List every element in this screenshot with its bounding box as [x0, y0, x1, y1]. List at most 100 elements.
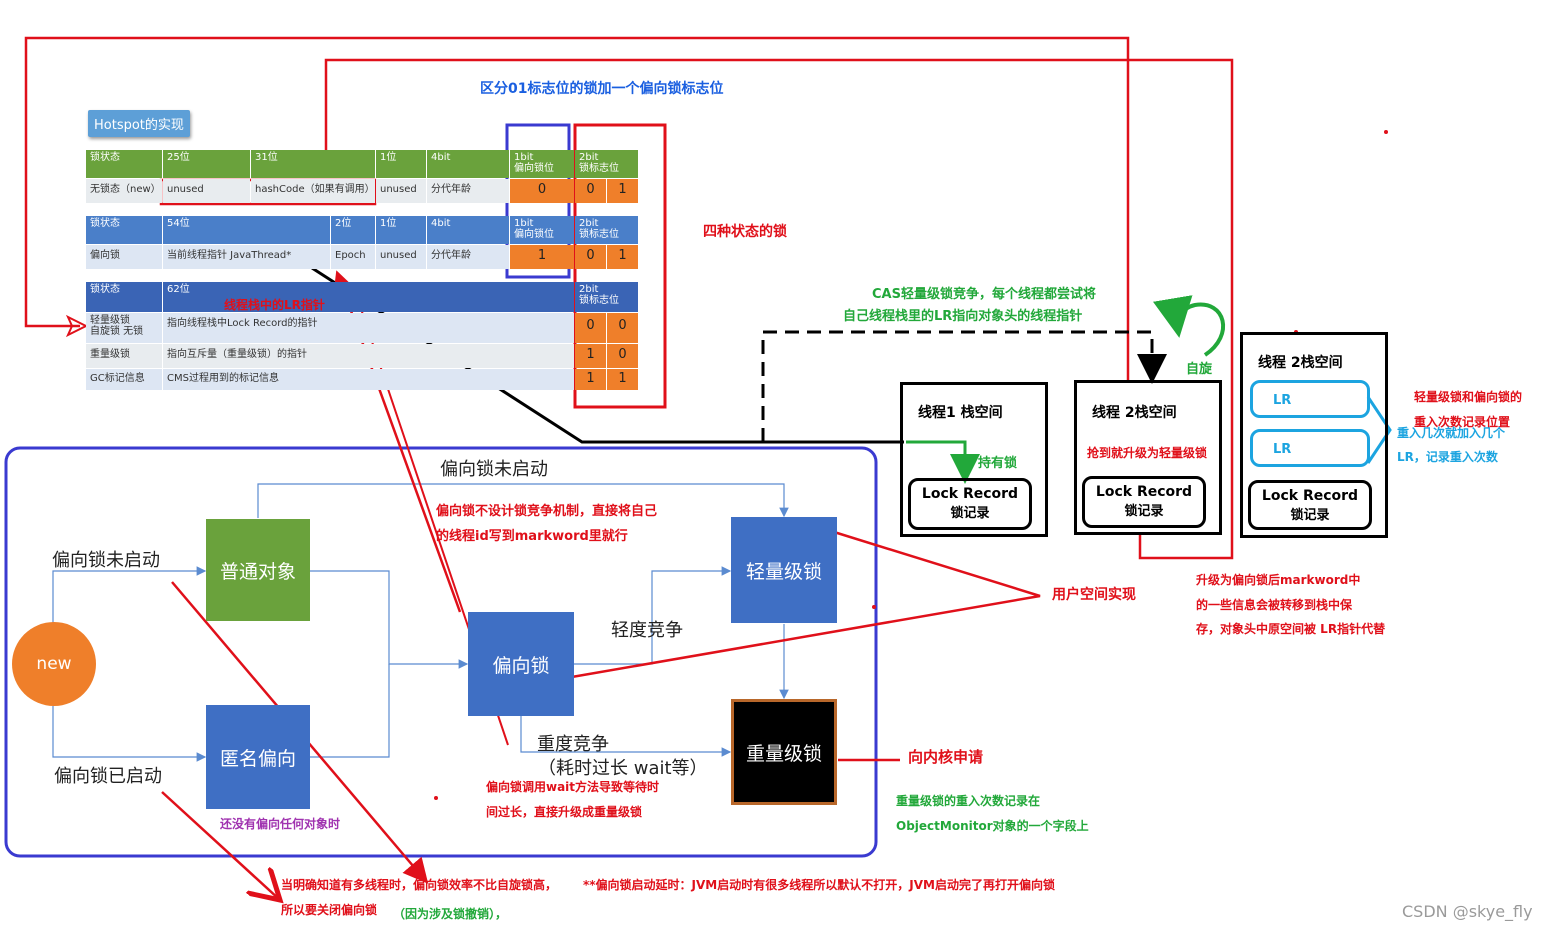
node-normal-object: 普通对象 [206, 519, 310, 621]
r1-c6: 0 [510, 179, 574, 203]
reentrant-note-line3: 重入几次就加入几个 [1397, 426, 1506, 440]
thread1-lock-record-label: Lock Record [921, 486, 1019, 502]
thread2a-lock-record-label: Lock Record [1095, 484, 1193, 500]
node-biased-lock: 偏向锁 [468, 612, 574, 716]
r2-c5: 分代年龄 [427, 245, 509, 269]
h1-c7a: 2bit [579, 152, 599, 163]
no-mech-note-line2: 的线程id写到markword里就行 [436, 529, 628, 544]
thread2b-title: 线程 2栈空间 [1258, 355, 1343, 371]
thread1-hold: 持有锁 [978, 456, 1018, 471]
thread2b-lock-record-sub: 锁记录 [1290, 508, 1330, 523]
conn-new-normal [52, 566, 207, 623]
r4-c7a: 1 [575, 344, 606, 368]
thread1-lock-record-sub: 锁记录 [950, 506, 990, 521]
flow-frame-title: 偏向锁未启动 [440, 459, 548, 480]
red-dot [434, 796, 438, 800]
node-lightweight-lock: 轻量级锁 [731, 517, 837, 623]
bottom-note-line1: 当明确知道有多线程时，偏向锁效率不比自旋锁高， [281, 878, 558, 892]
reentrant-note-line4: LR，记录重入次数 [1397, 450, 1498, 464]
r1-c2: unused [163, 179, 250, 203]
thread2a-stack [1074, 380, 1222, 535]
r2-c3: Epoch [331, 245, 375, 269]
r5-c7a: 1 [575, 369, 606, 390]
h2-c2: 54位 [163, 216, 330, 244]
r5-c1: GC标记信息 [86, 369, 162, 390]
user-space-label: 用户空间实现 [1052, 587, 1136, 603]
four-states-label: 四种状态的锁 [703, 224, 787, 240]
h1-c4: 1位 [376, 150, 426, 178]
r2-c6: 1 [510, 245, 574, 269]
h1-c3: 31位 [251, 150, 375, 178]
h2-c5: 4bit [427, 216, 509, 244]
h1-c6a: 1bit [514, 152, 534, 163]
reentrant-note-line2: 重入次数记录位置 [1414, 415, 1511, 429]
reentrant-note-line1: 轻量级锁和偏向锁的 [1414, 390, 1523, 404]
r3-c1b: 自旋锁 无锁 [90, 326, 144, 337]
upgrade-note-line3: 存，对象头中原空间被 LR指针代替 [1196, 622, 1386, 636]
thread2a-note: 抢到就升级为轻量级锁 [1087, 446, 1208, 460]
thread1-title: 线程1 栈空间 [918, 405, 1003, 421]
label-bias-not-started: 偏向锁未启动 [52, 550, 160, 571]
wait-note-line2: 间过长，直接升级成重量级锁 [486, 805, 643, 819]
h2-c7b: 锁标志位 [579, 229, 619, 240]
cas-note-line2: 自己线程栈里的LR指向对象头的线程指针 [843, 309, 1083, 324]
red-dot [872, 605, 876, 609]
h1-c6b: 偏向锁位 [514, 163, 554, 174]
r4-c7b: 0 [607, 344, 638, 368]
label-heavy-compete: 重度竞争 [537, 734, 609, 755]
heavy-note-line2: ObjectMonitor对象的一个字段上 [896, 819, 1089, 833]
thread2b-lock-record: Lock Record 锁记录 [1248, 480, 1372, 530]
r3-c1a: 轻量级锁 [90, 315, 130, 326]
bottom-note-line1b: **偏向锁启动延时：JVM启动时有很多线程所以默认不打开，JVM启动完了再打开偏… [583, 878, 1055, 892]
r2-c7b: 1 [607, 245, 638, 269]
spin-label: 自旋 [1186, 362, 1213, 377]
h1-c1: 锁状态 [86, 150, 162, 178]
r5-c2: CMS过程用到的标记信息 [163, 369, 574, 390]
thread2a-lock-record-sub: 锁记录 [1124, 504, 1164, 519]
r2-c4: unused [376, 245, 426, 269]
upgrade-note-line1: 升级为偏向锁后markword中 [1196, 573, 1361, 587]
thread2b-stack [1240, 332, 1388, 538]
kernel-label: 向内核申请 [908, 748, 984, 766]
r3-c2: 指向线程栈中Lock Record的指针 [163, 313, 574, 343]
thread2b-lr-2: LR [1250, 429, 1370, 467]
label-heavy-compete-sub: （耗时过长 wait等） [538, 758, 708, 779]
r1-c7b: 1 [607, 179, 638, 203]
conn-new-anon [52, 706, 207, 762]
upgrade-note-line2: 的一些信息会被转移到栈中保 [1196, 598, 1353, 612]
r4-c2: 指向互斥量（重量级锁）的指针 [163, 344, 574, 368]
r1-c5: 分代年龄 [427, 179, 509, 203]
anon-note: 还没有偏向任何对象时 [220, 817, 341, 831]
thread2b-lr-1: LR [1250, 380, 1370, 418]
no-mech-note-line1: 偏向锁不设计锁竞争机制，直接将自己 [436, 504, 658, 519]
h2-c1: 锁状态 [86, 216, 162, 244]
label-bias-started: 偏向锁已启动 [54, 766, 162, 787]
h3-c7b: 锁标志位 [579, 295, 619, 306]
r1-c7a: 0 [575, 179, 606, 203]
bias-bit-title: 区分01标志位的锁加一个偏向锁标志位 [480, 81, 724, 97]
conn-normal-biased [310, 570, 469, 669]
r4-c1: 重量级锁 [86, 344, 162, 368]
h3-c2: 62位 [163, 282, 574, 312]
r3-c7b: 0 [607, 313, 638, 343]
h3-c1: 锁状态 [86, 282, 162, 312]
conn-anon-biased [310, 664, 390, 758]
thread2a-lock-record: Lock Record 锁记录 [1082, 476, 1206, 528]
h2-c4: 1位 [376, 216, 426, 244]
h2-c3: 2位 [331, 216, 375, 244]
bottom-note-line2: 所以要关闭偏向锁 [281, 903, 378, 917]
node-new: new [12, 622, 96, 706]
bottom-note-line2b: （因为涉及锁撤销）， [393, 907, 508, 921]
red-loop-outer-head [65, 314, 89, 338]
h2-c7a: 2bit [579, 218, 599, 229]
thread1-lock-record: Lock Record 锁记录 [908, 478, 1032, 530]
spin-arrow-icon [1153, 295, 1225, 357]
thread2b-lock-record-label: Lock Record [1261, 488, 1359, 504]
red-dot [1384, 130, 1388, 134]
